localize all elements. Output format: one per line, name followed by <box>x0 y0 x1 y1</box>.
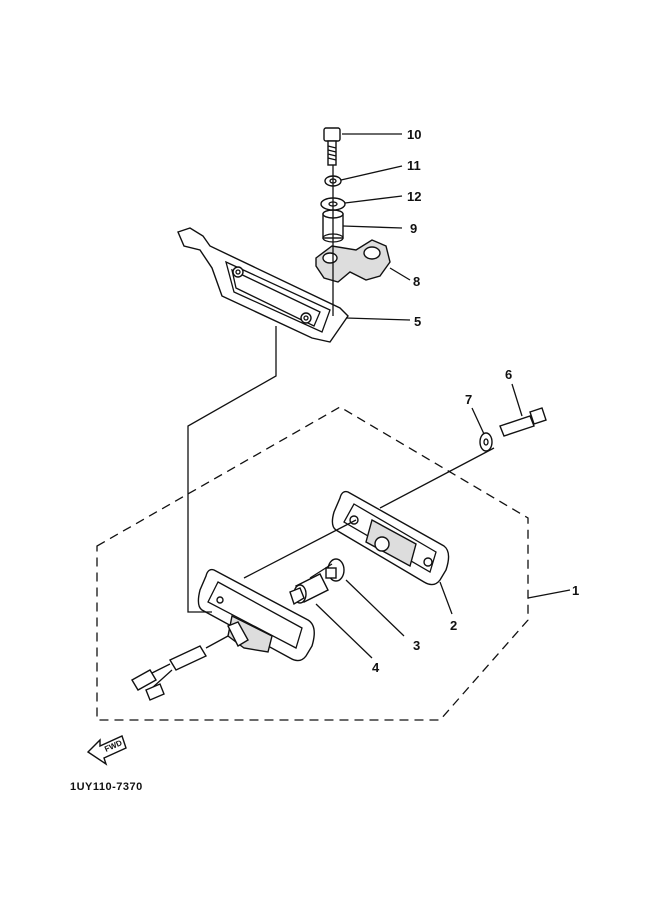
bracket-bolt-hole-right <box>300 312 312 324</box>
wiring-harness <box>131 635 229 701</box>
forward-arrow-icon: FWD <box>86 735 127 766</box>
callout-4: 4 <box>372 660 380 675</box>
lamp-socket <box>289 573 329 606</box>
callout-3: 3 <box>413 638 420 653</box>
assembly-boundary <box>96 406 529 721</box>
side-washer <box>479 432 493 452</box>
license-bracket <box>177 227 349 343</box>
callout-6: 6 <box>505 367 512 382</box>
lamp-housing <box>197 568 315 662</box>
bolt-side <box>499 407 547 437</box>
bolt-top <box>323 127 341 166</box>
bracket-bolt-hole-left <box>232 266 244 278</box>
callout-10: 10 <box>407 127 421 142</box>
callout-12: 12 <box>407 189 421 204</box>
lamp-lens <box>331 490 450 586</box>
callout-7: 7 <box>465 392 472 407</box>
callout-2: 2 <box>450 618 457 633</box>
callout-1: 1 <box>572 583 579 598</box>
callout-8: 8 <box>413 274 420 289</box>
callout-11: 11 <box>407 158 421 173</box>
lamp-bulb <box>325 558 345 582</box>
callout-9: 9 <box>410 221 417 236</box>
drawing-code: 1UY110-7370 <box>70 781 143 793</box>
bracket-arm <box>315 239 391 283</box>
callout-5: 5 <box>414 314 421 329</box>
